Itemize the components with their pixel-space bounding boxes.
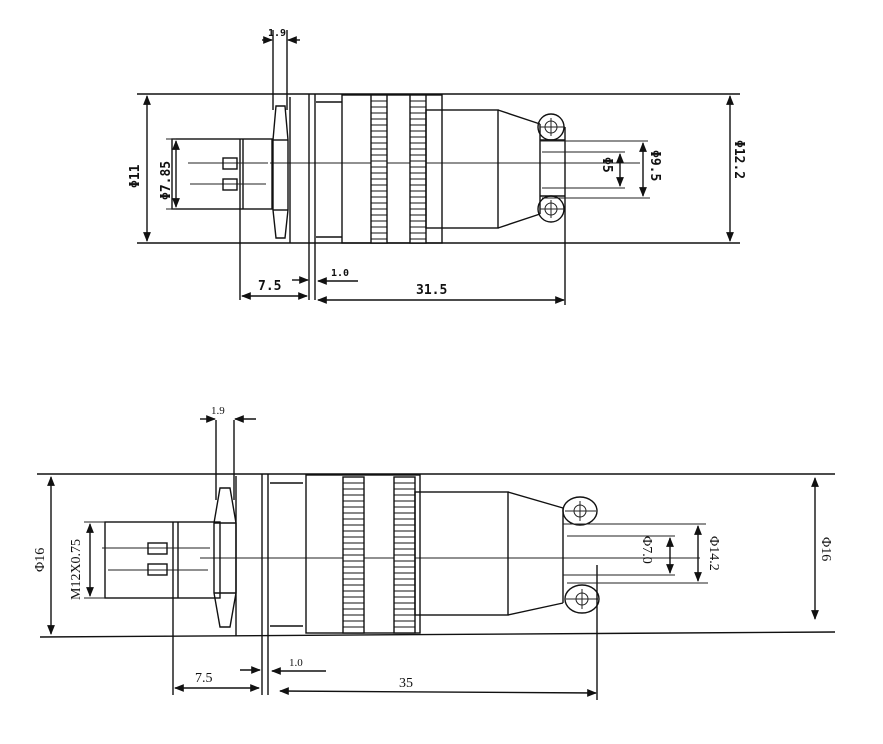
- dim-outer-diameter-right: Φ16: [818, 537, 833, 561]
- dim-cable-diameter: Φ9.5: [647, 150, 662, 181]
- dim-outer-diameter-right: Φ12.2: [731, 140, 746, 179]
- drawing-top-connector: 1.9 Φ11 Φ7.85 Φ5 Φ9.5 Φ12.2 7.5 1.0 31.5: [128, 28, 746, 305]
- knurl-ring-2: [410, 100, 426, 240]
- dim-outer-diameter-left: Φ11: [128, 164, 143, 188]
- dim-front-length: 7.5: [258, 279, 281, 294]
- dim-outer-diameter-left: Φ16: [33, 548, 48, 572]
- dim-body-length: 31.5: [416, 283, 447, 298]
- dim-flange-thickness: 1.9: [268, 28, 286, 39]
- dim-flange-thickness: 1.9: [211, 405, 225, 417]
- drawing-bottom-connector: 1.9 Φ16 M12X0.75 Φ7.0 Φ14.2 Φ16 7.5 1.0 …: [33, 405, 836, 700]
- dim-inner-diameter: Φ7.0: [639, 536, 654, 564]
- dim-gap: 1.0: [289, 657, 303, 669]
- dim-thread-diameter: Φ7.85: [159, 161, 174, 200]
- knurl-ring-1: [371, 100, 387, 240]
- dim-gap: 1.0: [331, 268, 349, 279]
- dim-cable-diameter: Φ14.2: [706, 536, 721, 571]
- knurl-ring-2: [394, 482, 415, 628]
- dim-body-length: 35: [399, 676, 413, 691]
- dim-thread-spec: M12X0.75: [69, 539, 84, 600]
- dim-inner-diameter: Φ5: [599, 157, 614, 173]
- dim-front-length: 7.5: [195, 671, 213, 686]
- knurl-ring-1: [343, 482, 364, 628]
